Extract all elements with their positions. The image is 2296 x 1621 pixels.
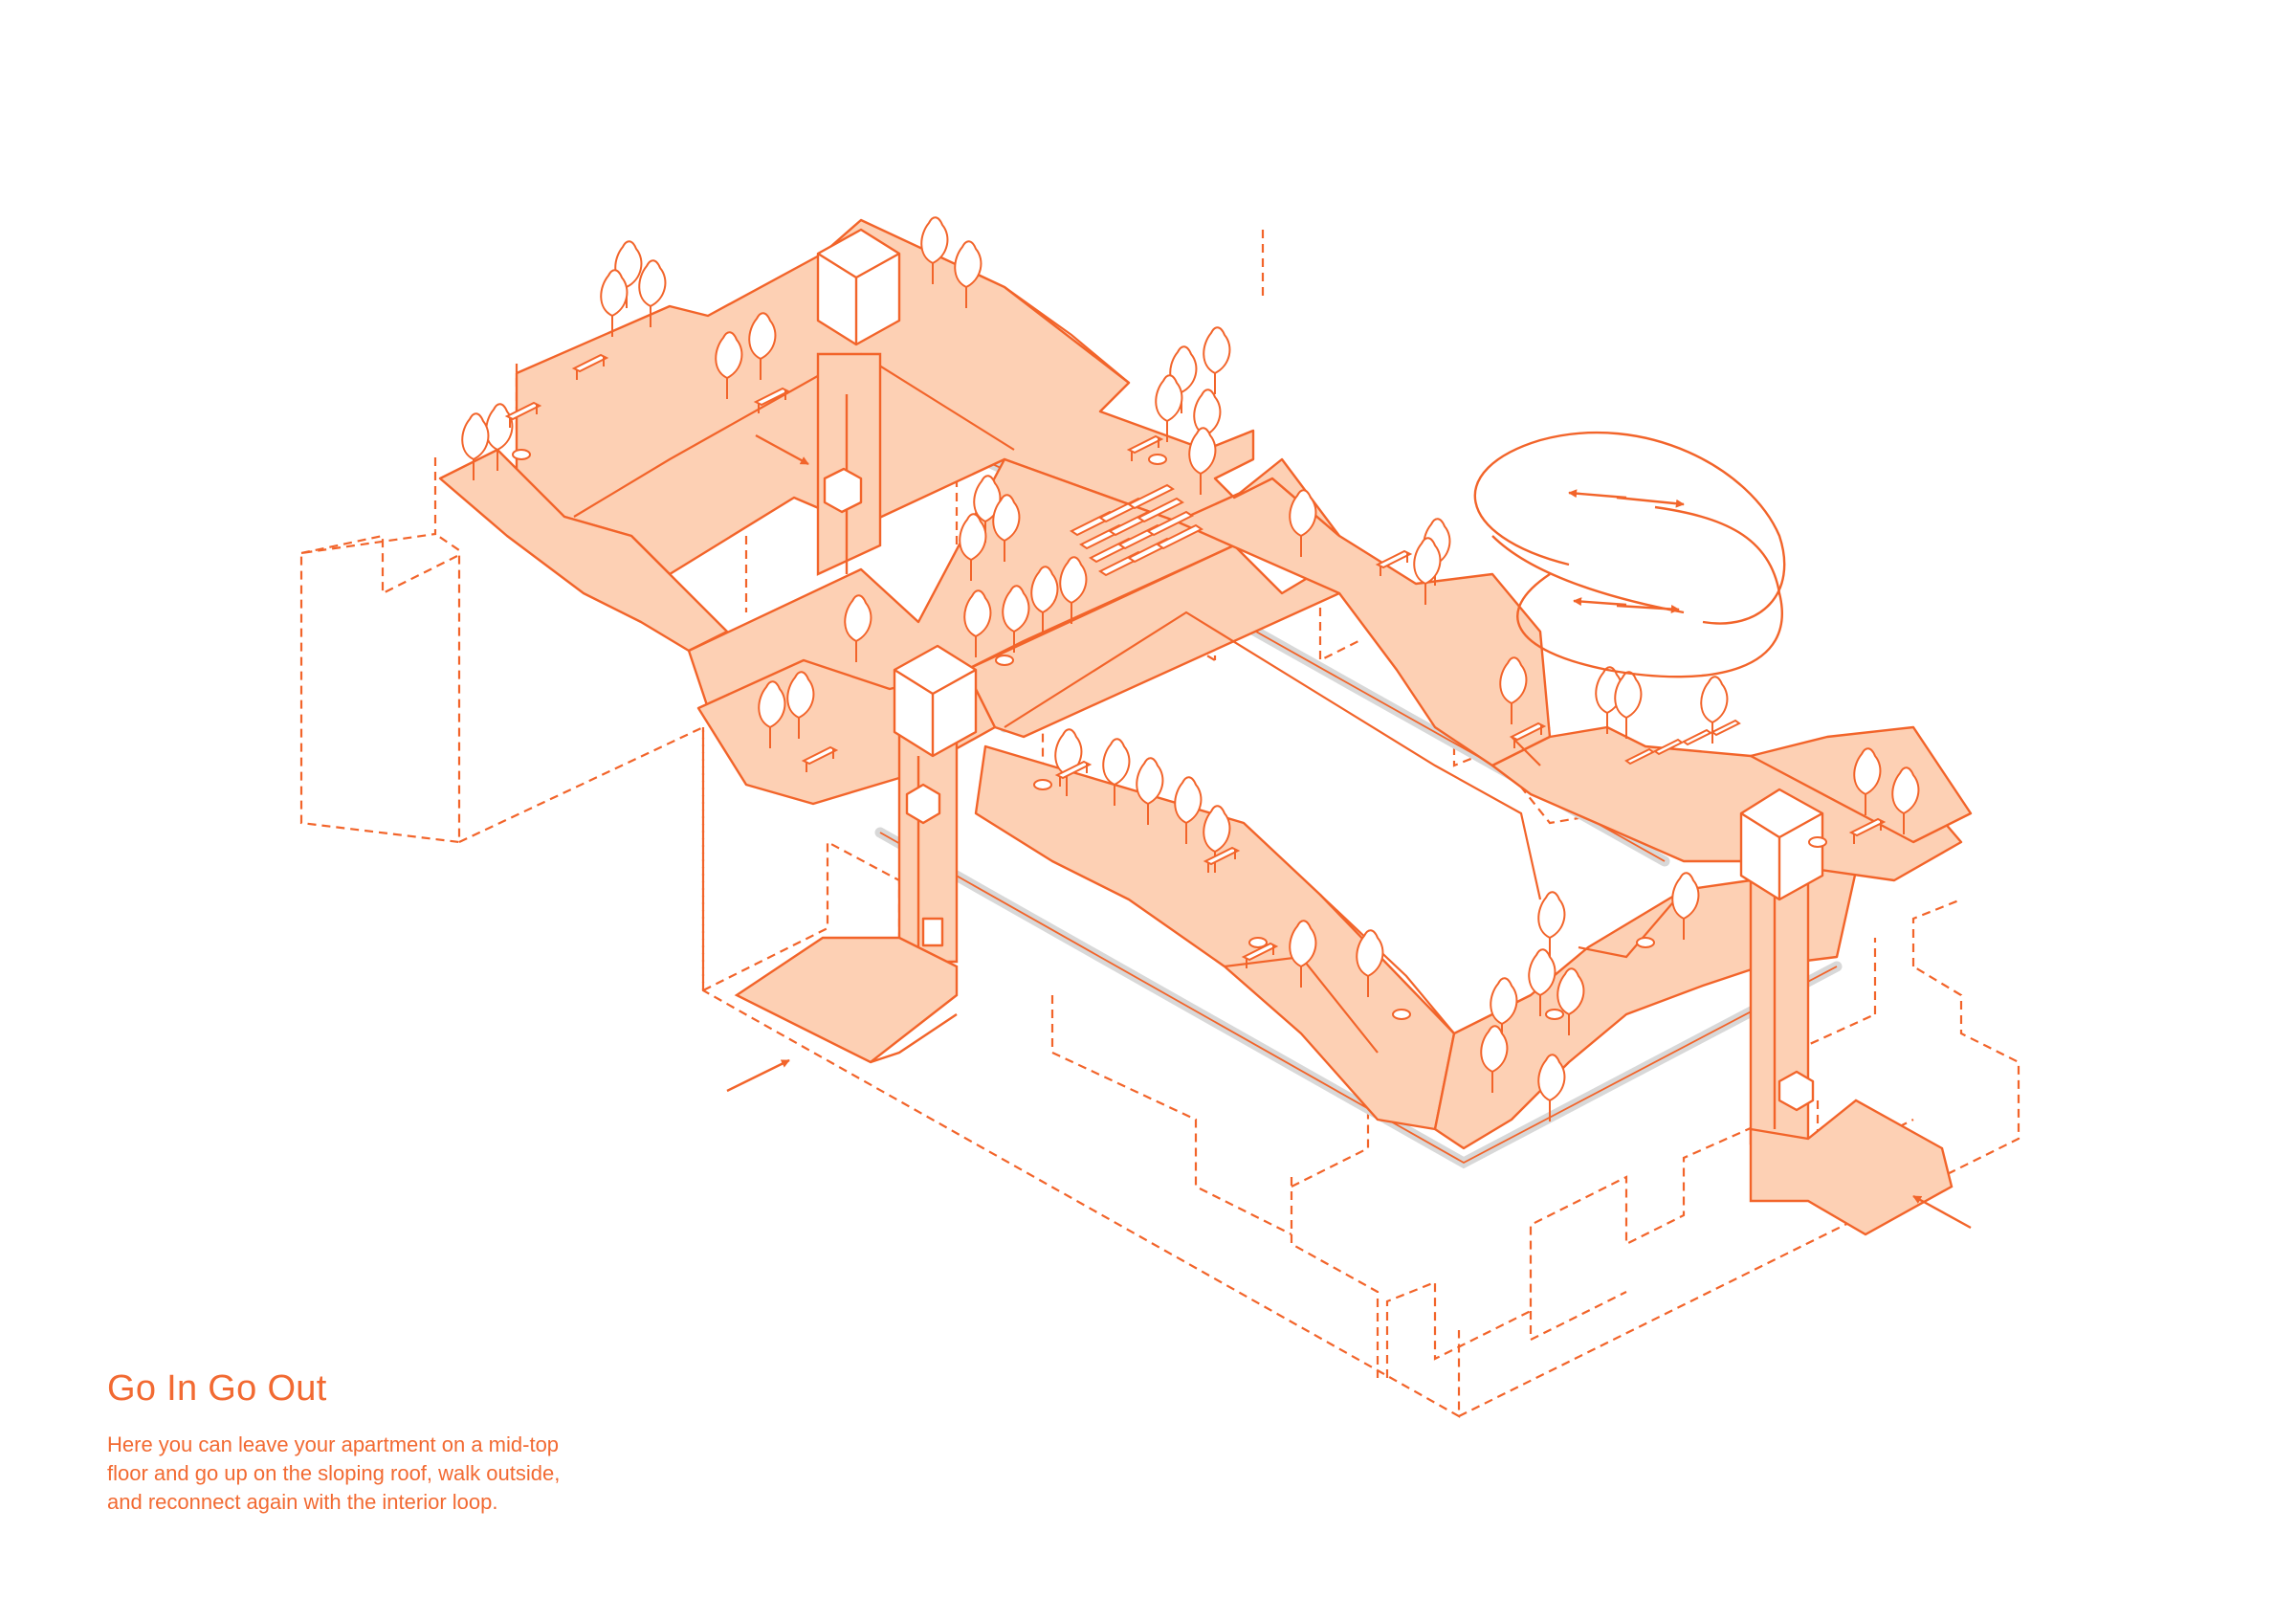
tree-icon — [748, 312, 777, 380]
lounger-icon — [1127, 483, 1175, 510]
caption-line: and reconnect again with the interior lo… — [107, 1490, 498, 1514]
tree-icon — [954, 240, 982, 308]
tree-icon — [1499, 656, 1528, 724]
caption: Go In Go Out Here you can leave your apa… — [107, 1368, 796, 1517]
bench-icon — [1241, 942, 1279, 968]
tree-icon — [1671, 872, 1700, 940]
entry-pad-east — [1749, 1099, 1954, 1236]
lounger-icon — [1653, 738, 1684, 756]
tree-icon — [1030, 566, 1059, 633]
tree-icon — [1528, 948, 1556, 1016]
caption-line: floor and go up on the sloping roof, wal… — [107, 1461, 561, 1485]
tree-icon — [1059, 556, 1088, 624]
bench-icon — [504, 401, 542, 428]
lounger-icon — [1624, 747, 1655, 766]
door-icon — [921, 917, 944, 947]
core-box-icon — [1739, 788, 1824, 901]
roof-furnishings — [461, 216, 1920, 1121]
bench-icon — [571, 353, 609, 380]
caption-body: Here you can leave your apartment on a m… — [107, 1431, 796, 1517]
bench-icon — [1509, 722, 1547, 748]
tree-icon — [844, 594, 872, 662]
entry-pad-west — [734, 936, 959, 1064]
tree-icon — [1614, 671, 1643, 739]
lounger-icon — [1156, 523, 1203, 550]
core-boxes — [816, 228, 1824, 1112]
tree-icon — [1054, 728, 1083, 796]
tree-icon — [1102, 738, 1131, 806]
tree-icon — [758, 680, 786, 748]
cafe-table-icon — [1392, 1009, 1411, 1020]
entry-arrows — [726, 433, 1972, 1230]
lounger-icon — [1146, 510, 1194, 537]
caption-title: Go In Go Out — [107, 1368, 327, 1409]
core-box-icon — [905, 783, 941, 825]
tree-icon — [1413, 537, 1442, 605]
lounger-icon — [1711, 719, 1741, 737]
circulation-loop-icon — [1473, 431, 1786, 678]
tree-icon — [1136, 757, 1164, 825]
tree-icon — [1480, 1025, 1509, 1093]
bench-icon — [801, 745, 839, 772]
cafe-table-icon — [1033, 779, 1052, 790]
caption-line: Here you can leave your apartment on a m… — [107, 1432, 560, 1456]
tree-icon — [1356, 929, 1384, 997]
bench-icon — [1203, 846, 1241, 873]
cafe-table-icon — [1636, 937, 1655, 948]
cafe-table-icon — [1248, 937, 1268, 948]
lounger-icon — [1137, 497, 1184, 523]
core-box-icon — [823, 467, 863, 514]
tree-icon — [1155, 374, 1183, 442]
tree-icon — [1537, 1054, 1566, 1121]
bench-icon — [753, 387, 791, 413]
bench-icon — [1375, 549, 1413, 576]
tree-icon — [959, 513, 987, 581]
core-box-icon — [1777, 1070, 1815, 1112]
tree-icon — [1289, 920, 1317, 988]
cafe-table-icon — [1148, 454, 1167, 465]
tree-icon — [1853, 747, 1882, 815]
tree-icon — [786, 671, 815, 739]
bench-icon — [1126, 434, 1164, 461]
tree-icon — [1203, 326, 1231, 394]
tree-icon — [461, 412, 490, 480]
bench-icon — [1054, 760, 1093, 787]
entry-arrow-icon — [1912, 1194, 1972, 1230]
tree-icon — [963, 589, 992, 657]
entry-pads — [734, 936, 1954, 1236]
cafe-table-icon — [995, 655, 1014, 666]
core-box-icon — [893, 644, 978, 758]
tree-icon — [1174, 776, 1203, 844]
tree-icon — [638, 259, 667, 327]
tree-icon — [1289, 489, 1317, 557]
tree-icon — [1556, 967, 1585, 1035]
entry-arrow-icon — [726, 1058, 790, 1093]
entry-arrow-icon — [755, 433, 809, 466]
tree-icon — [1891, 766, 1920, 834]
cafe-table-icon — [1808, 836, 1827, 848]
cafe-table-icon — [512, 449, 531, 460]
tree-icon — [992, 494, 1021, 562]
core-box-icon — [816, 228, 901, 346]
tree-icon — [600, 269, 629, 337]
tree-icon — [1188, 427, 1217, 495]
bench-icon — [1848, 817, 1887, 844]
tree-icon — [1002, 585, 1030, 653]
tree-icon — [920, 216, 949, 284]
tree-icon — [715, 331, 743, 399]
cafe-table-icon — [1545, 1009, 1564, 1020]
lounger-icon — [1682, 728, 1712, 746]
